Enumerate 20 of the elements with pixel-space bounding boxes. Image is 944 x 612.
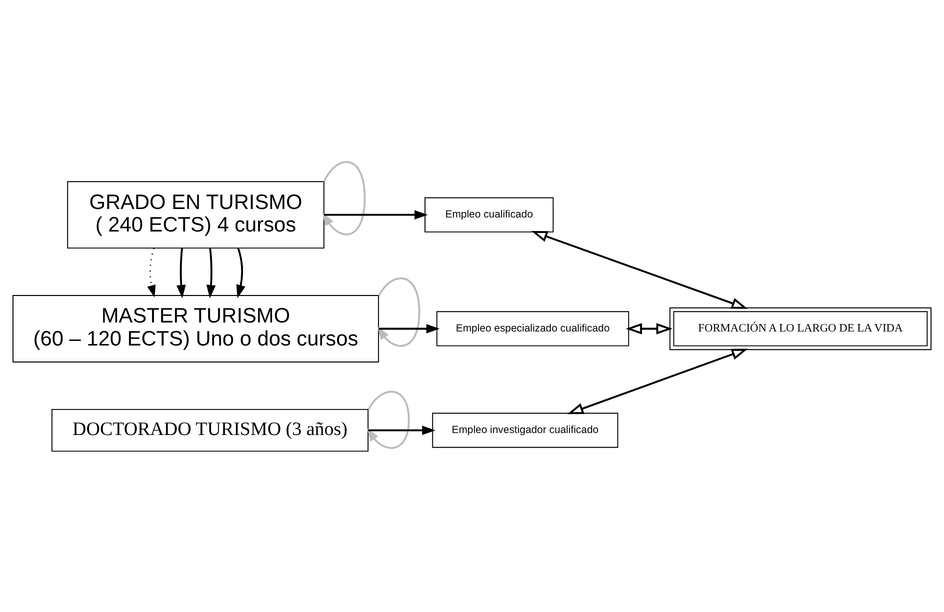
arrow <box>366 390 410 448</box>
arrow <box>368 425 436 434</box>
node-box: MASTER TURISMO (60 – 120 ECTS) Uno o dos cursos <box>12 294 379 362</box>
arrow <box>176 248 186 298</box>
arrow <box>147 247 156 298</box>
arrow <box>236 247 246 298</box>
node-box: GRADO EN TURISMO ( 240 ECTS) 4 cursos <box>67 180 324 248</box>
node-box: Empleo investigador cualificado <box>432 412 618 448</box>
arrow <box>324 210 428 219</box>
arrow <box>567 348 748 414</box>
node-box: FORMACIÓN A LO LARGO DE LA VIDA <box>669 306 932 350</box>
arrow <box>378 324 440 333</box>
arrow <box>626 322 672 334</box>
arrow <box>377 276 420 346</box>
arrow <box>322 160 366 235</box>
node-box: DOCTORADO TURISMO (3 años) <box>51 408 369 452</box>
node-box: Empleo cualificado <box>424 196 554 232</box>
arrow <box>206 248 216 298</box>
node-box: Empleo especializado cualificado <box>436 310 630 346</box>
arrow <box>531 230 748 308</box>
